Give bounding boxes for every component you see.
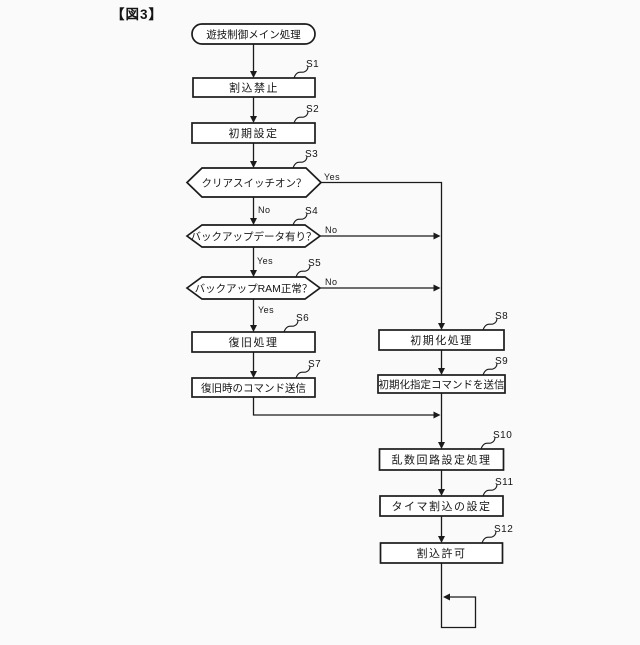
start-terminator	[191, 23, 316, 45]
s5-decision-hexagon	[185, 276, 322, 300]
s6-leader	[283, 319, 299, 333]
s8-label: 初期化処理	[410, 333, 473, 347]
s10-label: 乱数回路設定処理	[392, 453, 492, 467]
arrowhead	[433, 232, 441, 240]
s6-label: 復旧処理	[229, 336, 279, 349]
node-s1: 割込禁止 S1	[192, 59, 319, 98]
s4-label: バックアップデータ有り？	[191, 230, 317, 243]
s2-process-box	[191, 122, 316, 144]
s10-step-id: S10	[493, 430, 512, 441]
s4-no-label: No	[325, 225, 338, 235]
node-s6: 復旧処理 S6	[191, 313, 316, 353]
s12-leader	[481, 530, 497, 544]
arrowhead	[433, 284, 441, 292]
s11-label: タイマ割込の設定	[392, 499, 492, 513]
s9-leader	[482, 362, 498, 376]
s12-process-box	[379, 542, 504, 564]
s12-step-id: S12	[494, 524, 513, 535]
s10-leader	[480, 436, 496, 450]
arrowhead	[250, 218, 257, 225]
s3-yes-label: Yes	[324, 172, 340, 182]
arrowhead	[438, 442, 445, 449]
s1-leader	[293, 65, 309, 79]
node-s4: バックアップデータ有り？ S4 No Yes	[185, 206, 338, 266]
arrowhead	[250, 371, 257, 378]
arrowhead	[438, 368, 445, 375]
s11-step-id: S11	[495, 477, 514, 488]
s7-step-id: S7	[308, 359, 321, 370]
s9-step-id: S9	[495, 356, 508, 367]
s1-label: 割込禁止	[229, 81, 279, 95]
figure-label: 【図3】	[111, 7, 163, 22]
s4-step-id: S4	[305, 206, 318, 217]
node-s9: 初期化指定コマンドを送信 S9	[377, 356, 508, 394]
node-s10: 乱数回路設定処理 S10	[378, 430, 512, 471]
s3-decision-hexagon	[185, 167, 323, 198]
s8-process-box	[378, 329, 505, 351]
node-s2: 初期設定 S2	[191, 104, 319, 144]
node-s11: タイマ割込の設定 S11	[379, 477, 514, 517]
s2-step-id: S2	[306, 104, 319, 115]
s7-label: 復旧時のコマンド送信	[201, 382, 306, 395]
node-s7: 復旧時のコマンド送信 S7	[191, 359, 321, 398]
arrowhead	[433, 411, 441, 419]
s11-process-box	[379, 495, 504, 517]
s8-leader	[482, 317, 498, 331]
arrowhead	[250, 325, 257, 332]
s6-process-box	[191, 331, 316, 353]
s1-process-box	[192, 77, 316, 98]
s5-leader	[295, 264, 311, 278]
s10-process-box	[378, 448, 505, 471]
s11-leader	[482, 483, 498, 497]
s9-process-box	[377, 374, 506, 394]
arrowhead	[250, 161, 257, 168]
s6-step-id: S6	[296, 313, 309, 324]
arrowhead	[438, 489, 445, 496]
node-s12: 割込許可 S12	[379, 524, 513, 564]
s2-leader	[293, 110, 309, 124]
arrowhead	[250, 116, 257, 123]
s8-step-id: S8	[495, 311, 508, 322]
node-s3: クリアスイッチオン？ S3 Yes No	[185, 149, 340, 215]
s1-step-id: S1	[306, 59, 319, 70]
s3-no-label: No	[258, 205, 271, 215]
arrowhead	[443, 593, 450, 601]
s5-step-id: S5	[308, 258, 321, 269]
arrowhead	[438, 536, 445, 543]
s9-label: 初期化指定コマンドを送信	[379, 378, 505, 391]
s3-step-id: S3	[305, 149, 318, 160]
edge-loop-back	[440, 563, 477, 629]
s7-process-box	[191, 377, 316, 398]
s7-leader	[295, 365, 311, 379]
node-s5: バックアップRAM正常？ S5 No Yes	[185, 258, 338, 315]
s2-label: 初期設定	[229, 126, 279, 140]
node-start: 遊技制御メイン処理	[191, 23, 316, 45]
s3-leader	[292, 155, 308, 169]
edge-s7-merge	[252, 397, 434, 416]
s5-yes-label: Yes	[258, 305, 274, 315]
s4-decision-hexagon	[185, 224, 322, 248]
start-label: 遊技制御メイン処理	[206, 28, 301, 41]
node-s8: 初期化処理 S8	[378, 311, 508, 351]
arrowhead	[438, 323, 445, 330]
s5-no-label: No	[325, 277, 338, 287]
edge-s3yes-s8	[321, 181, 443, 328]
s5-label: バックアップRAM正常？	[195, 282, 313, 295]
s12-label: 割込許可	[417, 546, 467, 560]
arrowhead	[250, 71, 257, 78]
s4-yes-label: Yes	[257, 256, 273, 266]
s4-leader	[292, 212, 308, 226]
s3-label: クリアスイッチオン？	[202, 178, 307, 190]
arrowhead	[250, 270, 257, 277]
